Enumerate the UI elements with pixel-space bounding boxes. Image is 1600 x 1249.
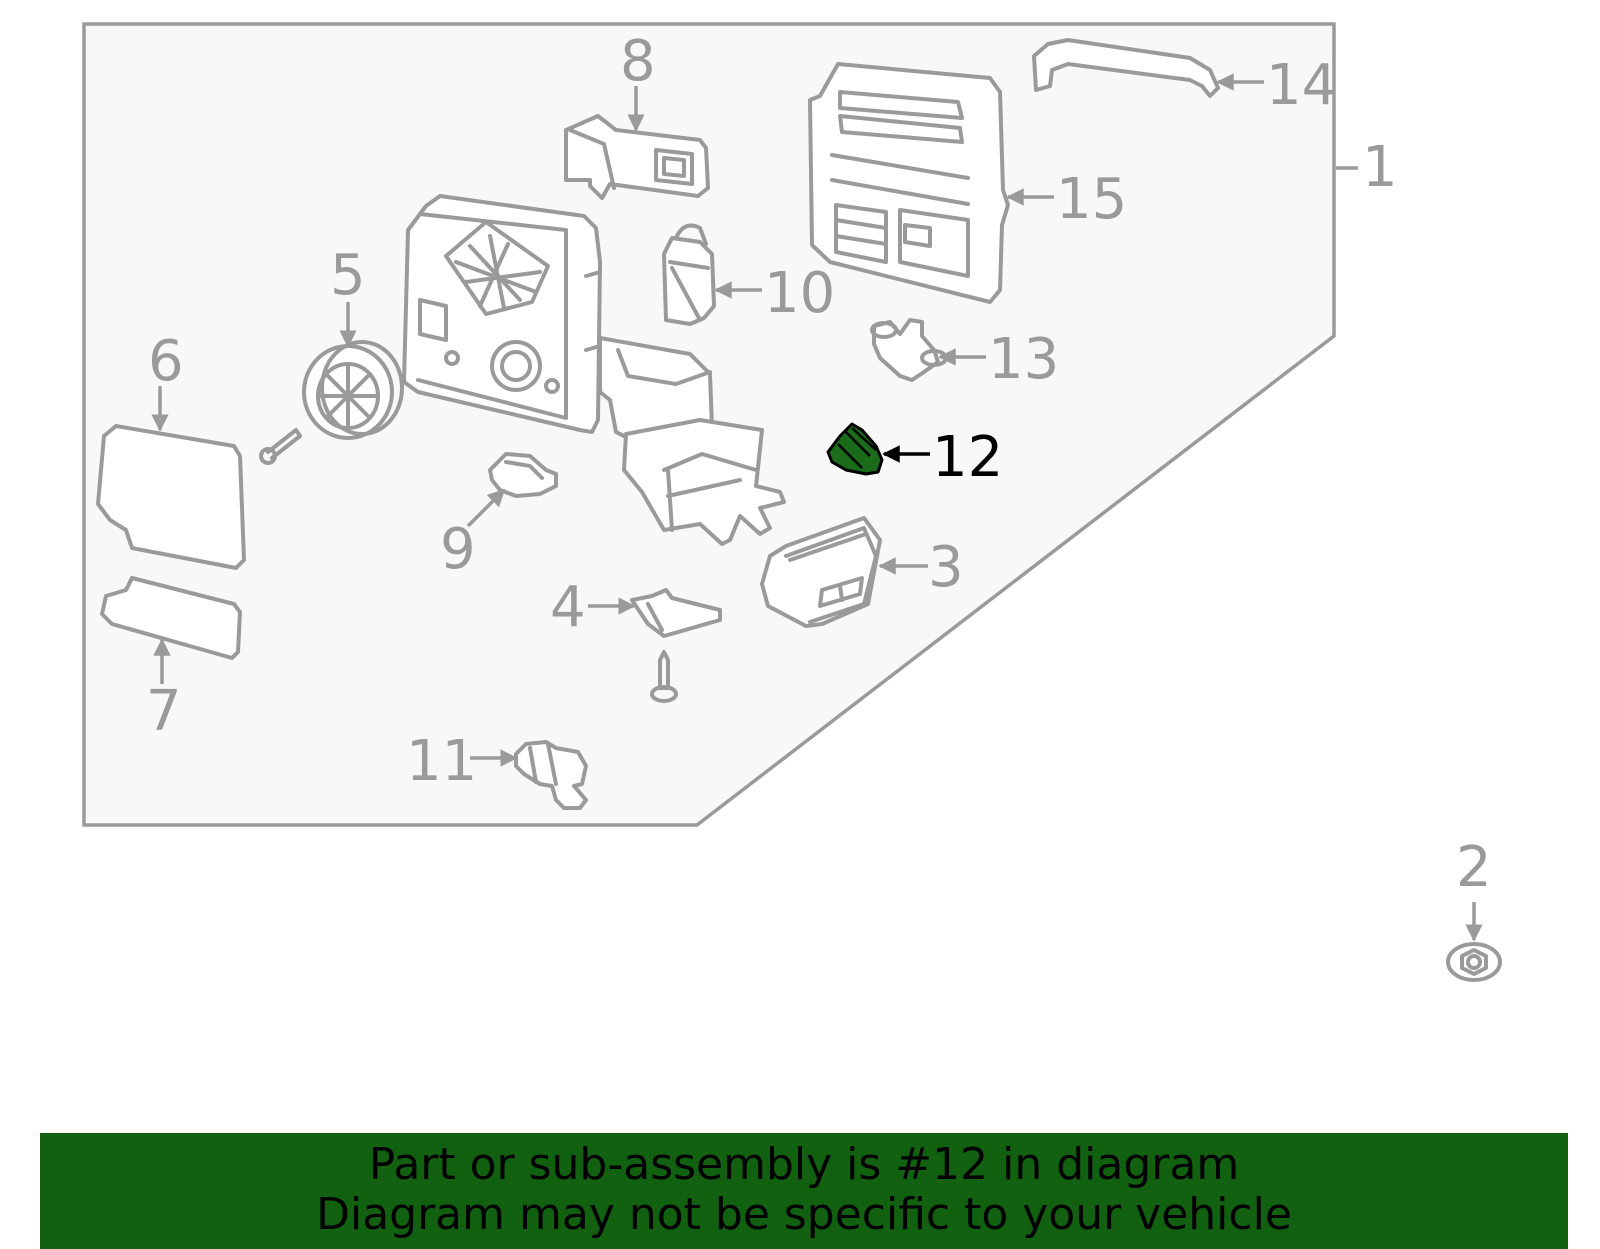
- part-7-spotter-glass[interactable]: [100, 576, 242, 660]
- part-11-sensor[interactable]: [514, 740, 588, 810]
- callout-2: 2: [1456, 835, 1492, 900]
- callout-5: 5: [330, 243, 366, 308]
- part-15-housing-cover[interactable]: [808, 62, 1010, 304]
- leader-9: [466, 488, 506, 528]
- part-6-mirror-glass[interactable]: [96, 424, 246, 570]
- part-3-switch-module[interactable]: [760, 516, 882, 628]
- callout-7: 7: [146, 679, 182, 744]
- part-12-highlighted[interactable]: [826, 422, 884, 476]
- callout-1: 1: [1362, 135, 1398, 200]
- callout-11: 11: [406, 729, 477, 794]
- callout-12: 12: [932, 425, 1003, 490]
- banner-line-disclaimer: Diagram may not be specific to your vehi…: [316, 1189, 1292, 1240]
- part-9-clip[interactable]: [488, 452, 558, 498]
- part-4-cover-plate[interactable]: [630, 588, 722, 703]
- part-2-nut[interactable]: [1446, 942, 1502, 982]
- mirror-base-assembly: [402, 194, 786, 546]
- part-5-actuator[interactable]: [259, 340, 404, 465]
- callout-15: 15: [1056, 167, 1127, 232]
- callout-8: 8: [620, 29, 656, 94]
- callout-13: 13: [988, 327, 1059, 392]
- part-8-bracket[interactable]: [564, 114, 710, 200]
- callout-3: 3: [928, 535, 964, 600]
- part-10-connector[interactable]: [662, 223, 716, 326]
- callout-10: 10: [764, 261, 835, 326]
- part-14-cap-trim[interactable]: [1032, 38, 1220, 98]
- callout-9: 9: [440, 517, 476, 582]
- banner-line-part-number: Part or sub-assembly is #12 in diagram: [368, 1139, 1240, 1190]
- callout-6: 6: [148, 329, 184, 394]
- callout-14: 14: [1266, 53, 1337, 118]
- info-banner: Part or sub-assembly is #12 in diagram D…: [40, 1133, 1568, 1249]
- callout-4: 4: [550, 575, 586, 640]
